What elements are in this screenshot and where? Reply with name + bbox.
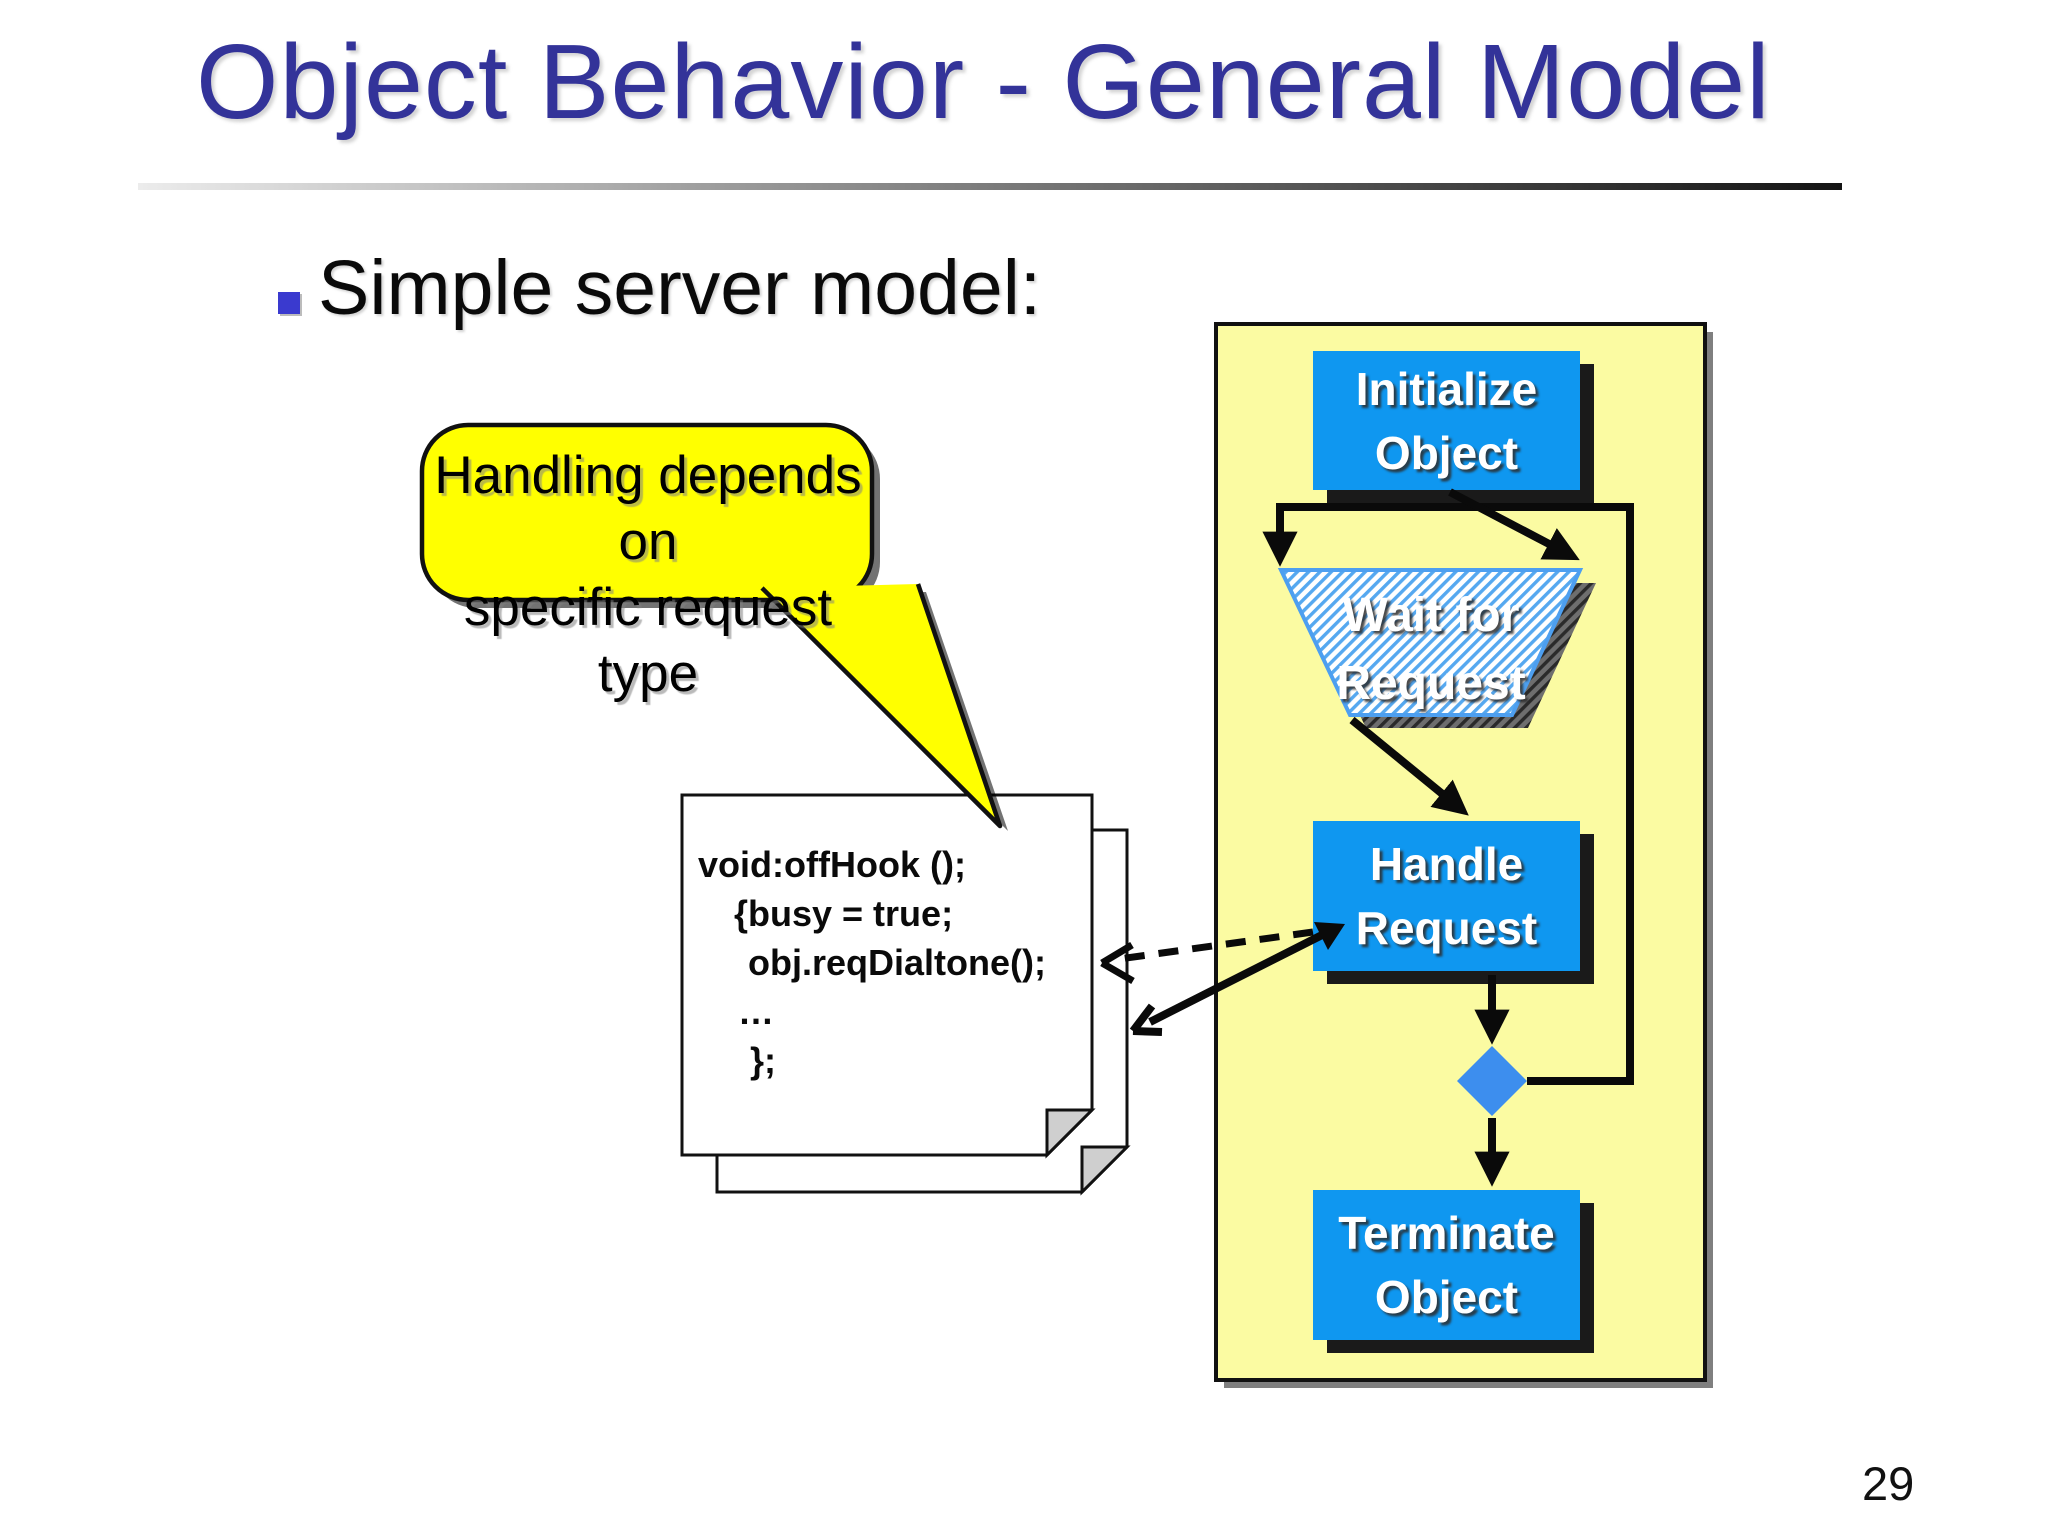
wait-for-request-label: Wait for Request bbox=[1336, 589, 1526, 710]
solid-arrow-note-to-handle bbox=[1129, 922, 1345, 1036]
handle-request-box bbox=[1313, 821, 1594, 984]
arrow-initialize-to-wait bbox=[1448, 488, 1580, 561]
title-divider bbox=[138, 183, 1842, 190]
code-line: … bbox=[738, 991, 774, 1032]
callout-line-2: specific request type bbox=[463, 578, 833, 703]
code-line: {busy = true; bbox=[734, 893, 954, 934]
wait-for-request-shape bbox=[1277, 568, 1596, 728]
slide-title: Object Behavior - General Model bbox=[196, 23, 1771, 141]
arrow-wait-to-handle bbox=[1349, 716, 1469, 816]
page-number: 29 bbox=[1862, 1457, 1915, 1510]
callout-line-1: Handling depends on bbox=[434, 446, 862, 571]
initialize-object-label: Initialize Object bbox=[1355, 362, 1538, 479]
terminate-object-label: Terminate Object bbox=[1338, 1207, 1555, 1323]
code-line: obj.reqDialtone(); bbox=[748, 942, 1046, 983]
handle-request-label: Handle Request bbox=[1355, 838, 1538, 954]
code-note-pages bbox=[680, 793, 1131, 1196]
callout-text: Handling depends on specific request typ… bbox=[422, 443, 874, 707]
initialize-object-box bbox=[1313, 351, 1594, 503]
code-note-text: void:offHook (); {busy = true; obj.reqDi… bbox=[698, 840, 1046, 1085]
loop-back-arrow bbox=[1262, 503, 1634, 1085]
terminate-object-box bbox=[1313, 1190, 1594, 1353]
code-line: }; bbox=[750, 1040, 776, 1081]
bullet-text: Simple server model: bbox=[318, 245, 1042, 331]
dashed-arrow-handle-to-note bbox=[1100, 928, 1314, 985]
decision-diamond bbox=[1457, 1046, 1527, 1116]
code-line: void:offHook (); bbox=[698, 844, 966, 885]
bullet-marker bbox=[278, 292, 300, 314]
callout-bubble bbox=[419, 422, 1008, 831]
